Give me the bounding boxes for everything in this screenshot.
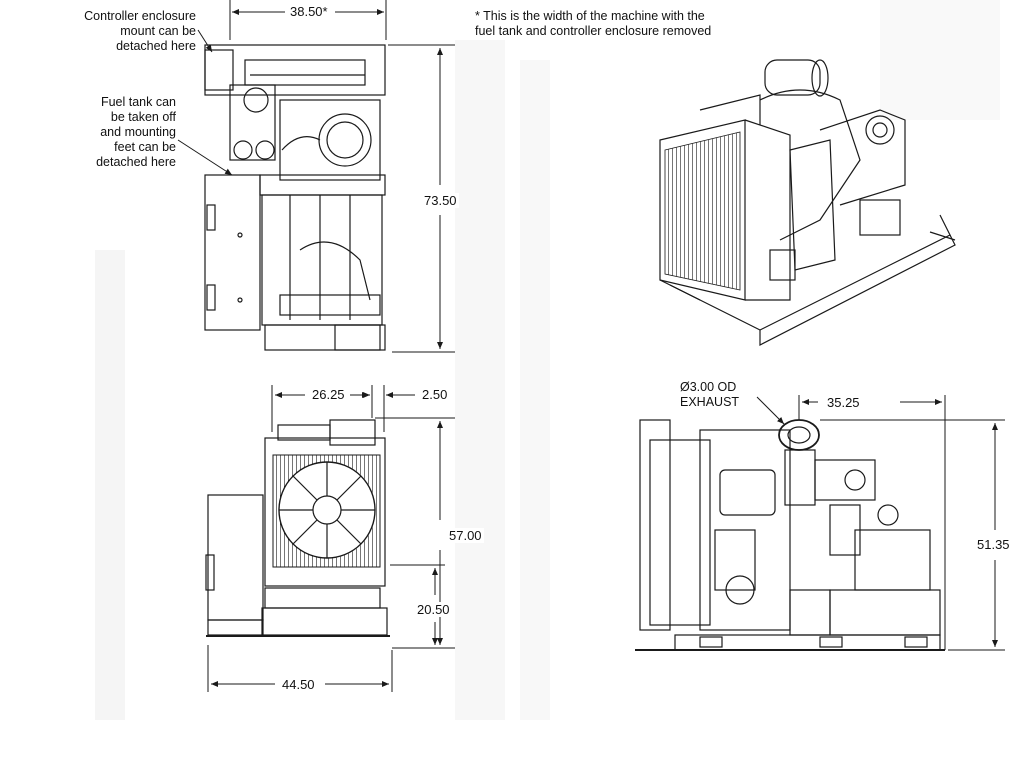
bleed-through-background bbox=[95, 0, 1000, 720]
fuel-tank-note-line-4: feet can be bbox=[114, 140, 176, 154]
isometric-view bbox=[659, 59, 956, 346]
controller-note-line-3: detached here bbox=[116, 39, 196, 53]
exhaust-label: Ø3.00 OD EXHAUST bbox=[680, 380, 770, 410]
dimension-lines bbox=[177, 0, 1005, 692]
fuel-tank-note-line-3: and mounting bbox=[100, 125, 176, 139]
top-view bbox=[204, 44, 386, 351]
fuel-tank-note-line-2: be taken off bbox=[110, 110, 176, 124]
dim-front-lower: 20.50 bbox=[415, 602, 452, 617]
controller-note-line-1: Controller enclosure bbox=[84, 9, 196, 23]
fuel-tank-note-line-5: detached here bbox=[96, 155, 176, 169]
exhaust-label-line-2: EXHAUST bbox=[680, 395, 740, 409]
dim-top-height: 73.50 bbox=[422, 193, 459, 208]
width-note: * This is the width of the machine with … bbox=[475, 9, 775, 39]
fuel-tank-note-line-1: Fuel tank can bbox=[100, 95, 176, 109]
dim-top-width: 38.50* bbox=[288, 4, 330, 19]
exhaust-label-line-1: Ø3.00 OD bbox=[680, 380, 737, 394]
front-view bbox=[205, 419, 390, 637]
dim-front-width-upper: 26.25 bbox=[310, 387, 347, 402]
dim-front-base: 44.50 bbox=[280, 677, 317, 692]
dim-front-height: 57.00 bbox=[447, 528, 484, 543]
controller-note: Controller enclosure mount can be detach… bbox=[28, 9, 196, 54]
controller-note-line-2: mount can be bbox=[120, 24, 196, 38]
width-note-line-2: fuel tank and controller enclosure remov… bbox=[475, 24, 712, 38]
side-view bbox=[635, 419, 945, 651]
fuel-tank-note: Fuel tank can be taken off and mounting … bbox=[36, 95, 176, 170]
dim-side-length: 35.25 bbox=[825, 395, 862, 410]
dim-front-offset: 2.50 bbox=[420, 387, 450, 402]
width-note-line-1: * This is the width of the machine with … bbox=[475, 9, 705, 23]
dim-side-height: 51.35 bbox=[975, 537, 1012, 552]
